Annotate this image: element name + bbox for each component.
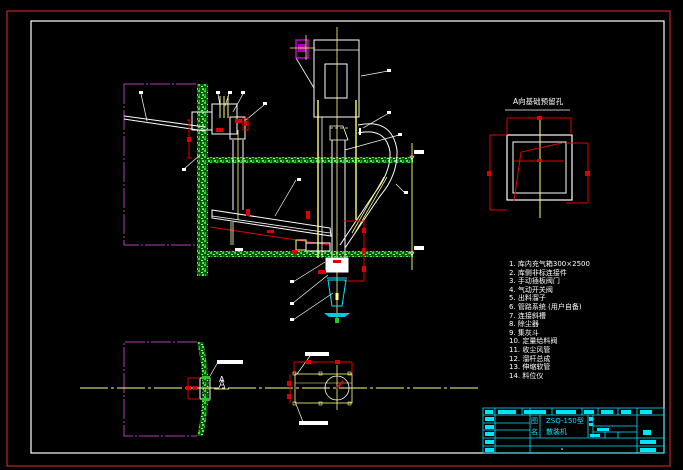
parts-list: 1. 库内充气箱300×2500 2. 库侧非标连接件 3. 手动插板阀门 4.… [509, 260, 590, 380]
detail-view-title: A向基础预留孔 [513, 97, 564, 106]
drawing-product-name: 散装机 [546, 428, 567, 436]
parts-list-item: 3. 手动插板阀门 [509, 277, 560, 286]
parts-list-item: 14. 料位仪 [509, 371, 544, 380]
section-marker-a: A [219, 375, 225, 384]
plan-view [80, 341, 480, 437]
title-block [482, 407, 665, 454]
parts-list-item: 7. 连接斜槽 [509, 311, 546, 320]
parts-list-item: 13. 伸缩软管 [509, 363, 551, 372]
outer-border [6, 10, 671, 467]
elevation-view [123, 27, 424, 323]
title-block-fills [485, 410, 656, 452]
parts-list-item: 8. 除尘器 [509, 320, 539, 329]
parts-list-item: 12. 溜杆总成 [509, 354, 551, 363]
parts-list-item: 5. 出料溜子 [509, 294, 546, 303]
parts-list-item: 2. 库侧非标连接件 [509, 268, 567, 277]
parts-list-item: 6. 管路系统 (用户自备) [509, 302, 582, 311]
title-block-name-label-2: 名 [531, 428, 538, 436]
detail-a-view [487, 109, 590, 218]
title-block-name-label-1: 图 [531, 417, 538, 425]
parts-list-item: 11. 收尘风管 [509, 345, 551, 354]
parts-list-item: 4. 气动开关阀 [509, 285, 553, 294]
inner-border [30, 20, 665, 454]
parts-list-item: 9. 集灰斗 [509, 328, 539, 337]
drawing-model: ZSQ-150型 [546, 417, 584, 425]
parts-list-item: 10. 定量给料阀 [509, 337, 558, 346]
parts-list-item: 1. 库内充气箱300×2500 [509, 260, 590, 268]
